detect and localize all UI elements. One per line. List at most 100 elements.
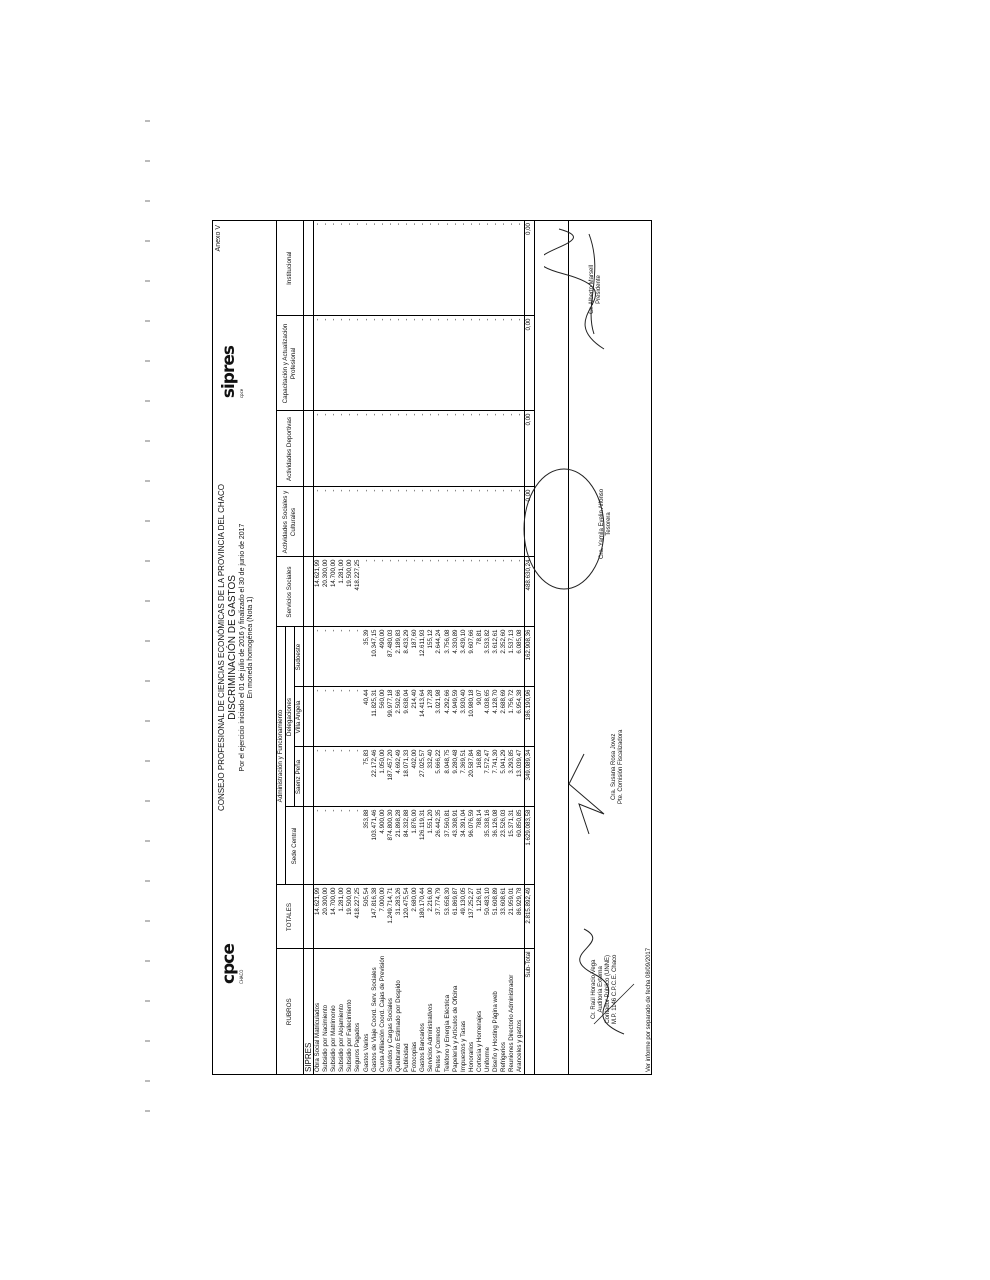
actividades-sociales-cell: - — [403, 487, 412, 557]
actividades-sociales-cell: - — [492, 487, 501, 557]
sudoeste-cell: - — [346, 627, 355, 687]
capacitacion-cell: - — [475, 316, 484, 411]
rubro-cell: Publicidad — [403, 1043, 411, 1072]
totales-cell: 1.249.714,71 — [386, 885, 395, 949]
sede-cell: 21.898,28 — [394, 807, 404, 885]
sede-cell: 15.371,31 — [508, 807, 517, 885]
villa-cell: - — [313, 687, 323, 747]
capacitacion-cell: - — [313, 316, 323, 411]
currency-note: En moneda homogénea (Nota 1) — [247, 596, 254, 699]
villa-cell: 11.825,31 — [370, 687, 379, 747]
saenz-cell: 3.293,85 — [508, 747, 517, 807]
sede-cell: - — [330, 807, 339, 885]
villa-cell: 9.638,04 — [403, 687, 412, 747]
totales-cell: 14.621,99 — [313, 885, 323, 949]
rubro-cell: Fletes y Correos — [435, 1026, 443, 1072]
actividades-sociales-cell: - — [451, 487, 460, 557]
org-title: CONSEJO PROFESIONAL DE CIENCIAS ECONÓMIC… — [217, 483, 226, 812]
rubro-cell: Cuota Afiliación Coord. Cajas de Previsi… — [378, 955, 386, 1072]
actividades-deportivas-cell: - — [451, 411, 460, 487]
capacitacion-cell: - — [419, 316, 428, 411]
sede-cell: 36.126,08 — [492, 807, 501, 885]
saenz-cell: 1.050,00 — [378, 747, 387, 807]
header-sede: Sede Central — [285, 807, 304, 885]
saenz-cell: 4.692,49 — [394, 747, 404, 807]
subtotal-villa: 186.190,96 — [524, 687, 535, 747]
capacitacion-cell: - — [443, 316, 452, 411]
totales-cell: 50.483,10 — [483, 885, 493, 949]
sede-cell: - — [313, 807, 323, 885]
actividades-deportivas-cell: - — [394, 411, 404, 487]
totales-cell: 61.869,87 — [451, 885, 460, 949]
table-row: Cuota Afiliación Coord. Cajas de Previsi… — [378, 221, 387, 1074]
totales-cell: 21.959,01 — [508, 885, 517, 949]
capacitacion-cell: - — [338, 316, 347, 411]
capacitacion-cell: - — [330, 316, 339, 411]
saenz-cell: 9.280,48 — [451, 747, 460, 807]
rubro-cell: Subsidio por Matrimonio — [330, 1005, 338, 1072]
sede-cell: 126.119,31 — [419, 807, 428, 885]
villa-cell: - — [322, 687, 331, 747]
servicios-cell: 418.227,25 — [354, 557, 363, 627]
actividades-deportivas-cell: - — [338, 411, 347, 487]
rubro-cell: Sueldos y Cargas Sociales — [386, 998, 394, 1072]
actividades-sociales-cell: - — [419, 487, 428, 557]
capacitacion-cell: - — [403, 316, 412, 411]
capacitacion-cell: - — [370, 316, 379, 411]
sede-cell: 1.551,20 — [427, 807, 436, 885]
capacitacion-cell: - — [467, 316, 476, 411]
capacitacion-cell: - — [427, 316, 436, 411]
actividades-sociales-cell: - — [354, 487, 363, 557]
villa-cell: 1.756,72 — [508, 687, 517, 747]
capacitacion-cell: - — [435, 316, 444, 411]
rubro-cell: Subsidio por Alojamiento — [338, 1003, 346, 1072]
actividades-deportivas-cell: - — [354, 411, 363, 487]
page-title: DISCRIMINACIÓN DE GASTOS — [227, 575, 238, 720]
totales-cell: 1.126,91 — [475, 885, 484, 949]
rubro-cell: Impuestos y Tasas — [459, 1020, 467, 1072]
actividades-sociales-cell: - — [459, 487, 468, 557]
actividades-sociales-cell: - — [427, 487, 436, 557]
saenz-cell: 7.741,30 — [492, 747, 501, 807]
actividades-deportivas-cell: - — [475, 411, 484, 487]
villa-cell: - — [346, 687, 355, 747]
totales-cell: 86.929,78 — [516, 885, 525, 949]
servicios-cell: - — [411, 557, 420, 627]
servicios-cell: - — [483, 557, 493, 627]
rubro-cell: Subsidio por Nacimiento — [322, 1004, 330, 1072]
header-rubros: RUBROS — [276, 949, 304, 1074]
rubro-cell: Subsidio por Fallecimiento — [346, 999, 354, 1072]
sudoeste-cell: 6.085,08 — [516, 627, 525, 687]
sede-cell: 103.471,46 — [370, 807, 379, 885]
sede-cell: 60.850,85 — [516, 807, 525, 885]
presidente-handwritten-signature — [544, 228, 605, 350]
institucional-cell: - — [354, 221, 363, 316]
rubro-cell: Refrigerios — [500, 1042, 508, 1072]
saenz-cell: 18.071,33 — [403, 747, 412, 807]
saenz-cell: - — [313, 747, 323, 807]
villa-cell: 90,07 — [475, 687, 484, 747]
actividades-sociales-cell: - — [346, 487, 355, 557]
period-text: Por el ejercicio iniciado el 01 de julio… — [239, 523, 246, 772]
institucional-cell: - — [508, 221, 517, 316]
servicios-cell: - — [500, 557, 509, 627]
header-actividades-deportivas: Actividades Deportivas — [276, 411, 304, 487]
sudoeste-cell: 12.611,93 — [419, 627, 428, 687]
actividades-sociales-cell: - — [475, 487, 484, 557]
subtotal-row: Sub-Total 2.815.892,49 1.629.083,58 349.… — [524, 221, 535, 1074]
saenz-cell: - — [346, 747, 355, 807]
sudoeste-cell: - — [313, 627, 323, 687]
villa-cell: 3.021,98 — [435, 687, 444, 747]
actividades-sociales-cell: - — [483, 487, 493, 557]
institucional-cell: - — [459, 221, 468, 316]
rubro-cell: Cortesía y Homenajes — [475, 1010, 483, 1072]
sede-cell: 23.526,03 — [500, 807, 509, 885]
